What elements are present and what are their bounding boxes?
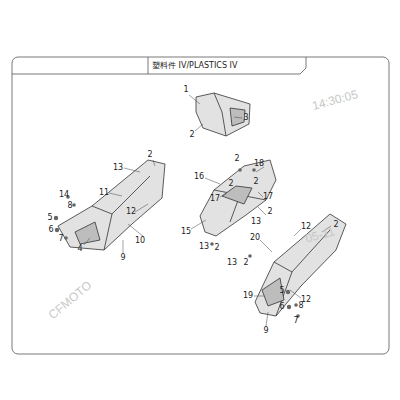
callout-number: 18 — [254, 160, 264, 168]
callout-number: 2 — [267, 208, 272, 216]
callout-number: 20 — [250, 234, 260, 242]
callout-number: 4 — [77, 245, 82, 253]
callout-number: 9 — [263, 327, 268, 335]
callout-number: 17 — [210, 195, 220, 203]
callout-number: 8 — [298, 302, 303, 310]
callout-number: 6 — [279, 303, 284, 311]
callout-number: 14 — [59, 191, 69, 199]
callout-number: 13 — [113, 164, 123, 172]
callout-number: 12 — [126, 208, 136, 216]
callout-number: 15 — [181, 228, 191, 236]
diagram-title: 塑料件 IV/PLASTICS IV — [152, 60, 237, 71]
callout-number: 17 — [263, 193, 273, 201]
callout-number: 11 — [99, 189, 109, 197]
callout-number: 2 — [234, 155, 239, 163]
callout-number: 7 — [293, 317, 298, 325]
callout-number: 10 — [135, 237, 145, 245]
callout-number: 6 — [48, 226, 53, 234]
callout-number: 8 — [67, 202, 72, 210]
watermark: CFMOTO — [46, 279, 93, 321]
callout-number: 9 — [120, 254, 125, 262]
callout-number: 5 — [47, 214, 52, 222]
callout-number: 2 — [147, 151, 152, 159]
callout-number: 12 — [301, 223, 311, 231]
callout-number: 2 — [228, 180, 233, 188]
callout-number: 16 — [194, 173, 204, 181]
callout-number: 19 — [243, 292, 253, 300]
callout-number: 2 — [243, 259, 248, 267]
callout-number: 2 — [253, 178, 258, 186]
callout-number: 3 — [243, 114, 248, 122]
callout-number: 13 — [251, 218, 261, 226]
watermark: 14:30:05 — [311, 88, 359, 112]
callout-number: 2 — [214, 244, 219, 252]
callout-number: 13 — [199, 243, 209, 251]
callout-number: 5 — [279, 287, 284, 295]
callout-number: 13 — [227, 259, 237, 267]
callout-number: 2 — [189, 131, 194, 139]
callout-number: 7 — [58, 235, 63, 243]
callout-number: 2 — [333, 221, 338, 229]
callout-number: 1 — [183, 86, 188, 94]
